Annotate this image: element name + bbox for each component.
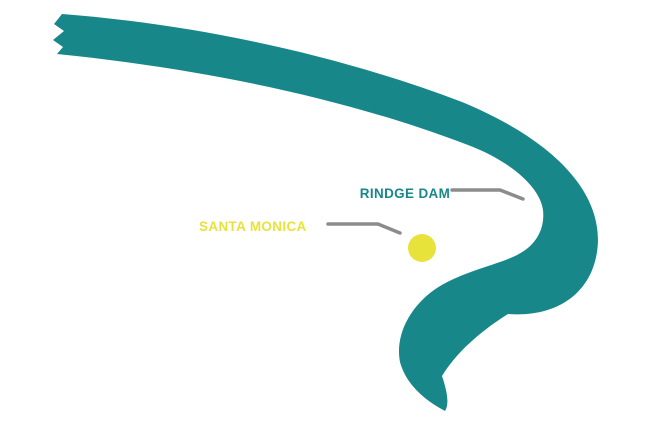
location-marker-dot <box>408 234 436 262</box>
dam-callout-line <box>450 188 525 201</box>
dam-label: RINDGE DAM <box>359 185 450 201</box>
river-swoosh <box>53 14 598 411</box>
location-callout-line <box>326 222 402 235</box>
location-label: SANTA MONICA <box>199 218 307 234</box>
